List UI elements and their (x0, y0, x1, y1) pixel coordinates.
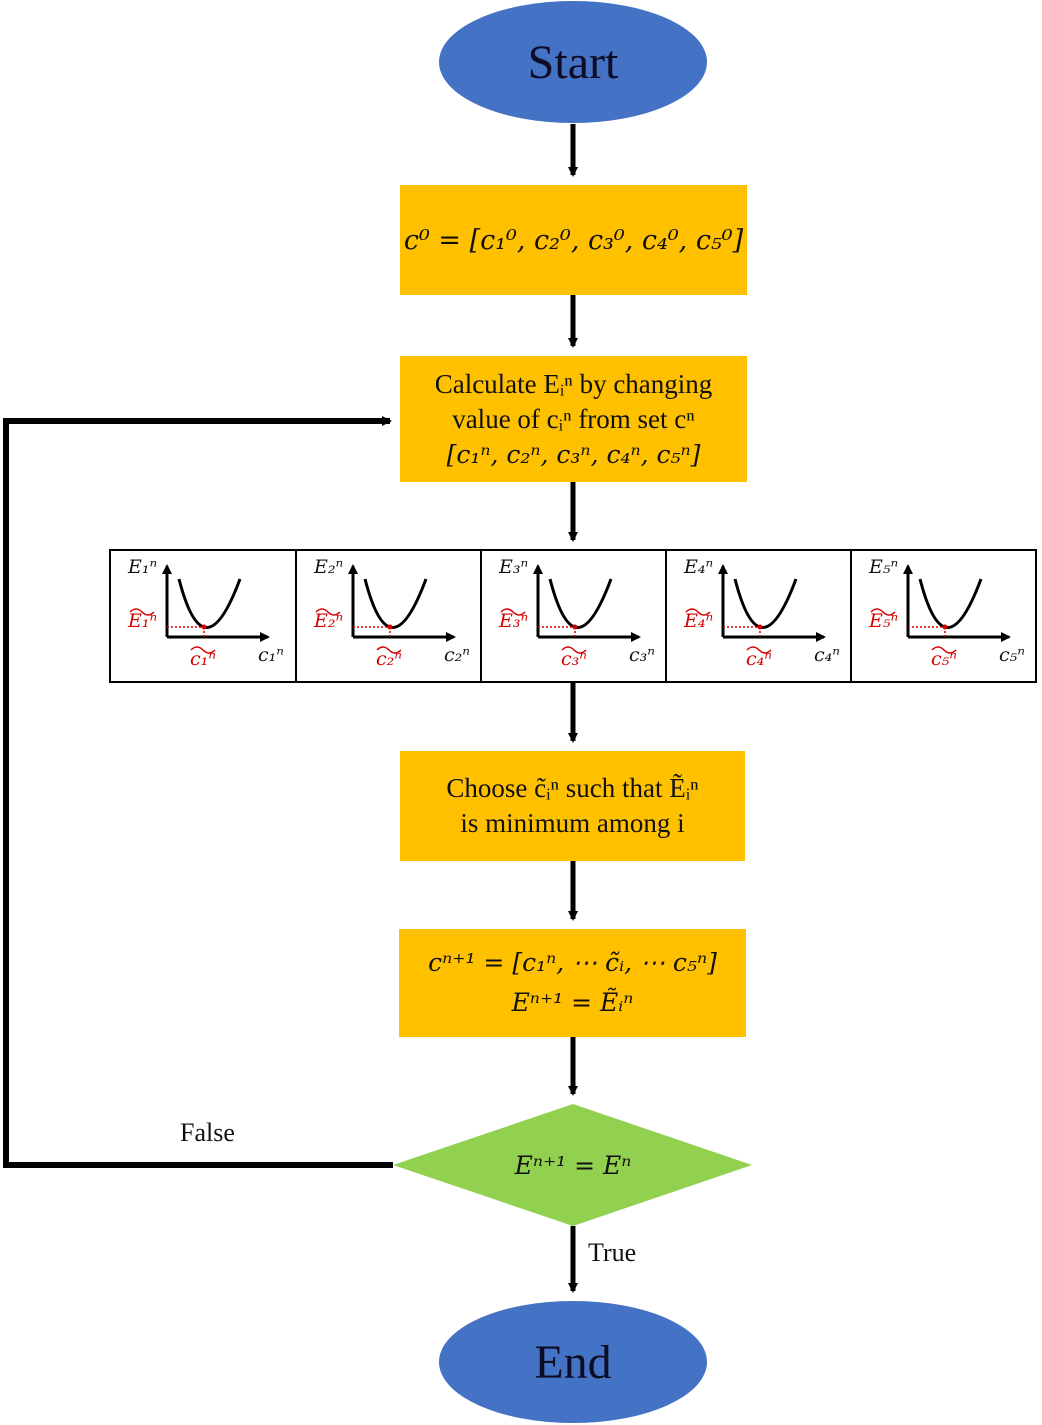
calc-line-1: Calculate Eᵢⁿ by changing (434, 368, 713, 399)
energy-panels (109, 549, 1037, 683)
panel-2-min-point (387, 624, 393, 630)
panel-4-min-c-label: c₄ⁿ (746, 648, 772, 670)
true-label: True (588, 1238, 637, 1267)
panel-3-min-point (572, 624, 578, 630)
update-box (399, 929, 746, 1037)
panel-1-min-c-label: c₁ⁿ (190, 648, 216, 670)
update-line-2: Eⁿ⁺¹ = Ẽᵢⁿ (511, 988, 634, 1017)
choose-line-1: Choose c̃ᵢⁿ such that Ẽᵢⁿ (446, 773, 699, 803)
panel-5-tilde-c (931, 646, 957, 654)
panel-5-y-label: E₅ⁿ (869, 556, 899, 578)
false-label: False (180, 1118, 235, 1147)
panel-4-tilde-e (685, 608, 711, 616)
panel-2-energy-curve (363, 578, 428, 629)
panel-1-x-label: c₁ⁿ (258, 644, 284, 666)
panel-3-tilde-e (500, 608, 526, 616)
panel-5-min-c-label: c₅ⁿ (931, 648, 957, 670)
panel-1-tilde-c (190, 646, 216, 654)
panel-5-tilde-e (870, 608, 896, 616)
panel-4-x-label: c₄ⁿ (814, 644, 840, 666)
panel-5-min-point (942, 624, 948, 630)
update-box-text: cⁿ⁺¹ = [c₁ⁿ, ⋯ c̃ᵢ, ⋯ c₅ⁿ] Eⁿ⁺¹ = Ẽᵢⁿ (399, 929, 746, 1037)
end-label: End (534, 1335, 612, 1389)
init-box (400, 185, 747, 295)
panel-3-min-e-label: E₃ⁿ (499, 610, 529, 632)
calc-box (400, 356, 747, 482)
panel-2-min-c-label: c₂ⁿ (376, 648, 402, 670)
panel-3-x-label: c₃ⁿ (629, 644, 655, 666)
panel-3-min-c-label: c₃ⁿ (561, 648, 587, 670)
choose-box (400, 751, 745, 861)
decision-node (393, 1104, 752, 1226)
panel-3-tilde-c (561, 646, 587, 654)
panel-4-min-e-label: E₄ⁿ (684, 610, 714, 632)
decision-text: Eⁿ⁺¹ = Eⁿ (514, 1150, 632, 1180)
panel-1-energy-curve (177, 578, 242, 629)
update-line-1: cⁿ⁺¹ = [c₁ⁿ, ⋯ c̃ᵢ, ⋯ c₅ⁿ] (428, 948, 717, 977)
start-label: Start (527, 35, 619, 89)
panel-5-x-label: c₅ⁿ (999, 644, 1025, 666)
panel-1-min-e-label: E₁ⁿ (128, 610, 158, 632)
panel-2-min-e-label: E₂ⁿ (314, 610, 344, 632)
panel-3-energy-curve (548, 578, 613, 629)
panel-1-min-point (201, 624, 207, 630)
end-node (439, 1301, 707, 1423)
panel-3-y-label: E₃ⁿ (499, 556, 529, 578)
panel-5-min-e-label: E₅ⁿ (869, 610, 899, 632)
calc-line-2: value of cᵢⁿ from set cⁿ (452, 403, 695, 434)
panel-2-y-label: E₂ⁿ (314, 556, 344, 578)
choose-box-text: Choose c̃ᵢⁿ such that Ẽᵢⁿ is minimum amo… (400, 751, 745, 861)
panel-1-y-label: E₁ⁿ (128, 556, 158, 578)
panel-4-energy-curve (733, 578, 798, 629)
panel-2-x-label: c₂ⁿ (444, 644, 470, 666)
false-loop-arrow (3, 416, 393, 1168)
panel-4-tilde-c (746, 646, 772, 654)
panel-4-min-point (757, 624, 763, 630)
panel-2-tilde-c (376, 646, 402, 654)
panel-5-energy-curve (918, 578, 983, 629)
calc-box-text: Calculate Eᵢⁿ by changing value of cᵢⁿ f… (400, 360, 747, 478)
panel-1-tilde-e (129, 608, 155, 616)
calc-line-3: [c₁ⁿ, c₂ⁿ, c₃ⁿ, c₄ⁿ, c₅ⁿ] (446, 439, 701, 469)
panel-4-y-label: E₄ⁿ (684, 556, 714, 578)
choose-line-2: is minimum among i (460, 808, 685, 838)
init-box-text: c⁰ = [c₁⁰, c₂⁰, c₃⁰, c₄⁰, c₅⁰] (403, 224, 744, 256)
start-node (439, 1, 707, 123)
panel-2-tilde-e (315, 608, 341, 616)
